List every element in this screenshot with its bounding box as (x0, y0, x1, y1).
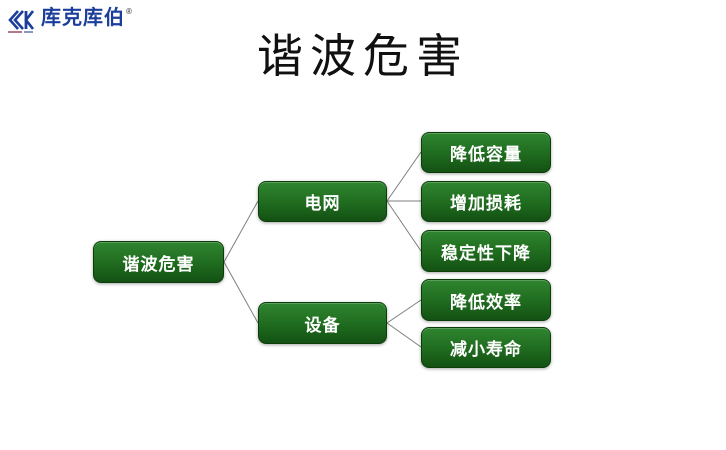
connector-line (223, 200, 259, 263)
logo[interactable]: 库克库伯® (8, 7, 133, 33)
connector-line (386, 299, 422, 324)
node-stability-decline: 稳定性下降 (421, 230, 551, 272)
node-power-grid: 电网 (258, 181, 387, 222)
node-equipment: 设备 (258, 302, 387, 344)
brand-name: 库克库伯® (41, 7, 133, 29)
connector-line (386, 200, 422, 252)
connector-line (386, 322, 422, 348)
node-reduce-efficiency: 降低效率 (421, 279, 551, 321)
logo-tagline-bars (8, 31, 34, 33)
node-harmonic-hazards: 谐波危害 (93, 241, 224, 283)
node-shorten-lifespan: 减小寿命 (421, 327, 551, 368)
node-reduce-capacity: 降低容量 (421, 132, 551, 173)
page-title: 谐波危害 (257, 31, 469, 82)
connector-line (223, 261, 259, 324)
brand-name-text: 库克库伯 (41, 7, 125, 29)
node-increase-losses: 增加损耗 (421, 181, 551, 222)
registered-mark: ® (126, 7, 133, 16)
double-k-chevron-icon (8, 10, 35, 33)
connector-line (386, 151, 422, 202)
